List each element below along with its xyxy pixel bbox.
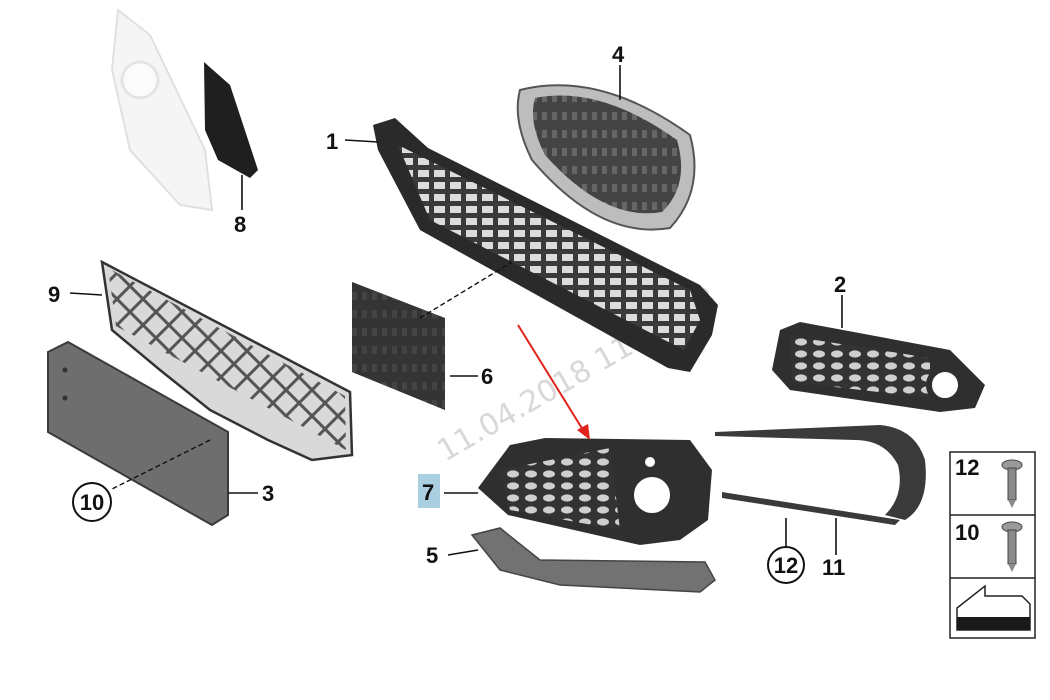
callout-12: 12 xyxy=(774,553,798,578)
screw-icon-12 xyxy=(1001,459,1023,508)
part-11-trim-strip xyxy=(715,425,926,525)
callout-11: 11 xyxy=(822,555,845,580)
callout-4: 4 xyxy=(612,42,625,67)
callout-7-highlight xyxy=(418,474,440,508)
part-5-lower-trim xyxy=(470,527,716,593)
callout-10-circle xyxy=(72,482,112,522)
legend-label-12: 12 xyxy=(955,455,979,480)
part-9-license-bracket xyxy=(100,259,354,462)
part-8-ghost-support xyxy=(110,8,214,212)
callout-12-circle xyxy=(767,546,805,584)
part-2-right-fog-grille xyxy=(772,322,985,412)
callout-8: 8 xyxy=(234,212,246,237)
screw-icon-10 xyxy=(1001,521,1023,572)
red-arrow-icon xyxy=(517,324,590,440)
part-4-kidney-grille xyxy=(516,84,696,231)
part-1-center-grille xyxy=(373,118,718,372)
legend-label-10: 10 xyxy=(955,520,979,545)
callout-7: 7 xyxy=(422,480,434,505)
part-8-cover xyxy=(204,62,258,178)
assembly-arrow-icon xyxy=(956,584,1031,631)
part-6-mesh-panel xyxy=(352,282,445,410)
fastener-legend: 12 10 xyxy=(949,451,1036,639)
callout-5: 5 xyxy=(426,543,438,568)
callout-10: 10 xyxy=(80,490,104,515)
callout-3: 3 xyxy=(262,481,274,506)
callout-6: 6 xyxy=(481,364,493,389)
callout-9: 9 xyxy=(48,282,60,307)
callout-1: 1 xyxy=(326,129,338,154)
part-3-plate xyxy=(47,340,229,527)
callout-2: 2 xyxy=(834,272,846,297)
part-7-left-fog-grille xyxy=(478,438,712,545)
